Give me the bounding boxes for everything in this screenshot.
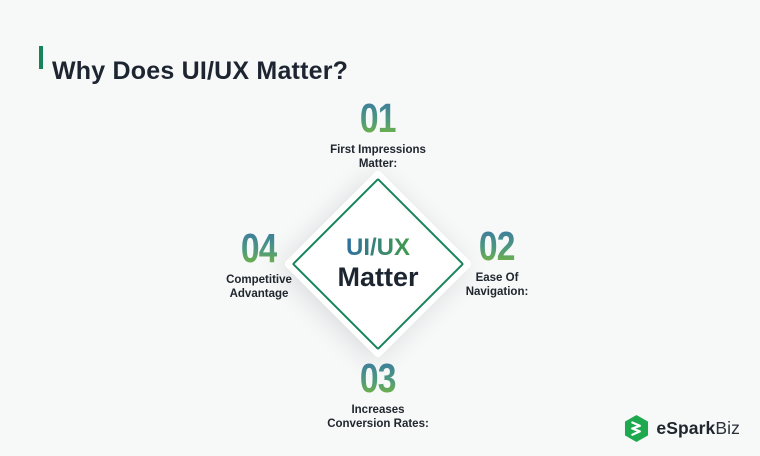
item-label: First Impressions Matter:: [278, 143, 478, 172]
item-label: Ease Of Navigation:: [397, 271, 597, 300]
item-ease-of-navigation: 02 Ease Of Navigation:: [397, 223, 597, 300]
item-number-02: 02: [479, 223, 516, 269]
item-label-line2: Conversion Rates:: [327, 418, 429, 431]
esparkbiz-logo: eSparkBiz: [624, 415, 740, 442]
title-accent-bar: [39, 46, 43, 69]
logo-text-espark: eSpark: [656, 418, 716, 438]
item-label: Competitive Advantage: [159, 273, 359, 302]
item-increases-conversion-rates: 03 Increases Conversion Rates:: [278, 355, 478, 432]
logo-text-biz: Biz: [715, 418, 740, 438]
diamond-text-uiux: UI/UX: [345, 234, 410, 262]
diamond-text-matter: Matter: [337, 261, 419, 292]
item-number-01: 01: [360, 95, 397, 141]
esparkbiz-hexagon-icon: [625, 415, 649, 442]
page-title: Why Does UI/UX Matter?: [52, 56, 349, 85]
item-label-line2: Advantage: [229, 288, 289, 301]
item-label-line2: Matter:: [358, 158, 398, 171]
esparkbiz-logo-text: eSparkBiz: [656, 418, 740, 439]
item-label-line1: Ease Of: [475, 271, 519, 284]
item-number-03: 03: [360, 355, 397, 401]
item-first-impressions: 01 First Impressions Matter:: [278, 95, 478, 172]
item-number-04: 04: [241, 225, 278, 271]
item-label: Increases Conversion Rates:: [278, 403, 478, 432]
diamond-center-text: UI/UX Matter: [308, 197, 448, 331]
item-label-line1: Increases: [351, 403, 405, 416]
item-label-line1: First Impressions: [330, 143, 426, 156]
item-label-line2: Navigation:: [465, 286, 529, 299]
item-label-line1: Competitive: [226, 273, 292, 286]
item-competitive-advantage: 04 Competitive Advantage: [159, 225, 359, 302]
